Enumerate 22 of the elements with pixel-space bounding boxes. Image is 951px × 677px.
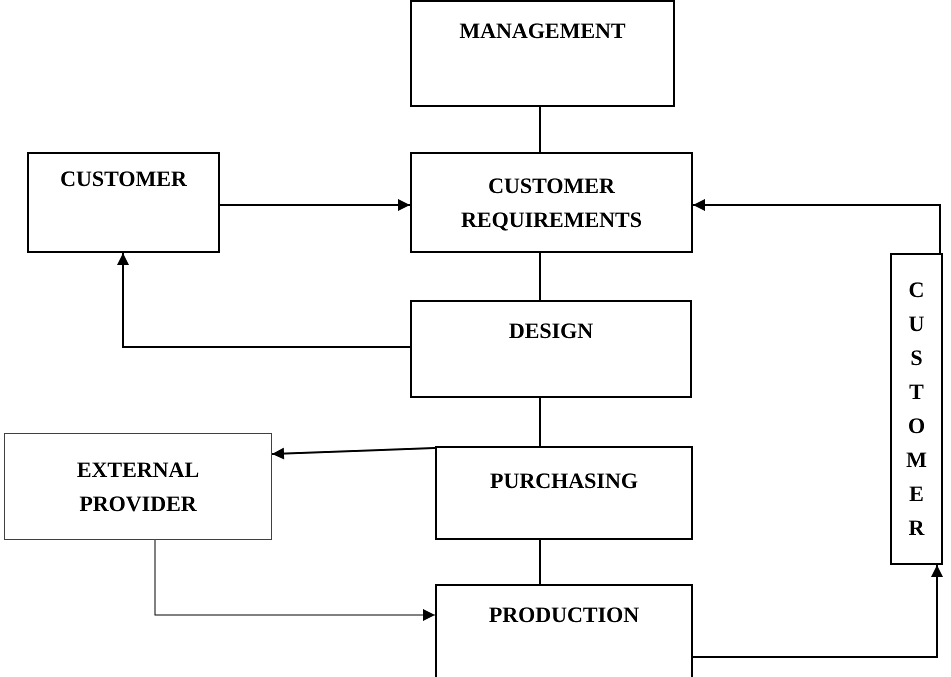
- box-label: CUSTOMER: [60, 165, 187, 193]
- arrow: [693, 565, 943, 658]
- process-box: [27, 152, 220, 253]
- process-box: [410, 0, 675, 107]
- arrow: [693, 199, 941, 253]
- box-label: CUSTOMER: [906, 276, 928, 542]
- process-box: [410, 300, 692, 398]
- box-label: CUSTOMER REQUIREMENTS: [460, 172, 643, 234]
- process-box: [890, 253, 943, 565]
- box-label: MANAGEMENT: [459, 17, 626, 45]
- arrow: [272, 447, 436, 460]
- box-label: DESIGN: [508, 317, 594, 345]
- arrow: [117, 253, 410, 348]
- arrow: [154, 540, 436, 621]
- box-label: EXTERNAL PROVIDER: [76, 456, 200, 518]
- process-box: [435, 446, 693, 540]
- box-label: PRODUCTION: [488, 601, 640, 629]
- process-box: [4, 433, 272, 540]
- arrow: [220, 199, 410, 211]
- box-label: PURCHASING: [490, 467, 638, 495]
- process-box: [410, 152, 693, 253]
- process-box: [435, 584, 693, 677]
